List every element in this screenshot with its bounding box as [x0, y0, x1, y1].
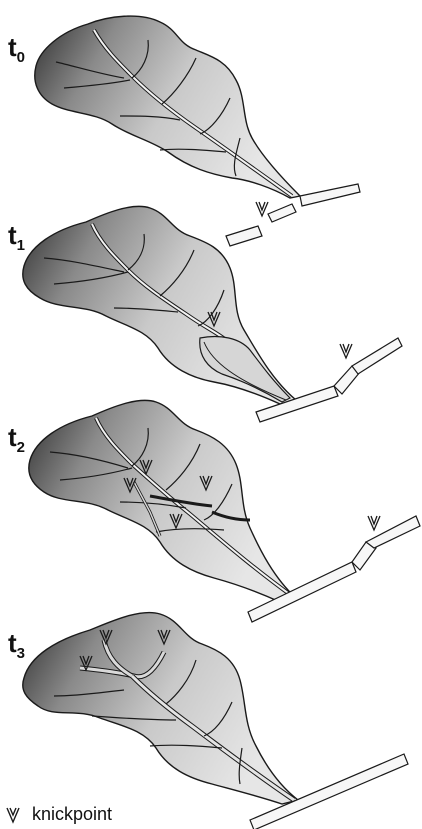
- legend-label: knickpoint: [32, 804, 112, 825]
- time-label-t1: t1: [8, 222, 25, 253]
- knickpoint-icon: [6, 806, 20, 824]
- knickpoint-icon: [340, 344, 352, 358]
- incised-valley: [200, 337, 290, 403]
- panel-t0: [35, 16, 360, 246]
- time-label-t2: t2: [8, 424, 25, 455]
- legend: knickpoint: [6, 804, 112, 825]
- drainage-basin: [29, 400, 296, 602]
- panel-t2: [29, 400, 420, 622]
- outlet-channel: [300, 184, 360, 206]
- time-label-t0: t0: [8, 34, 25, 65]
- time-label-t3: t3: [8, 630, 25, 661]
- knickpoint-icon: [368, 516, 380, 530]
- panel-t1: [23, 206, 402, 422]
- panel-t3: [23, 613, 408, 829]
- knickpoint-icon: [256, 202, 268, 216]
